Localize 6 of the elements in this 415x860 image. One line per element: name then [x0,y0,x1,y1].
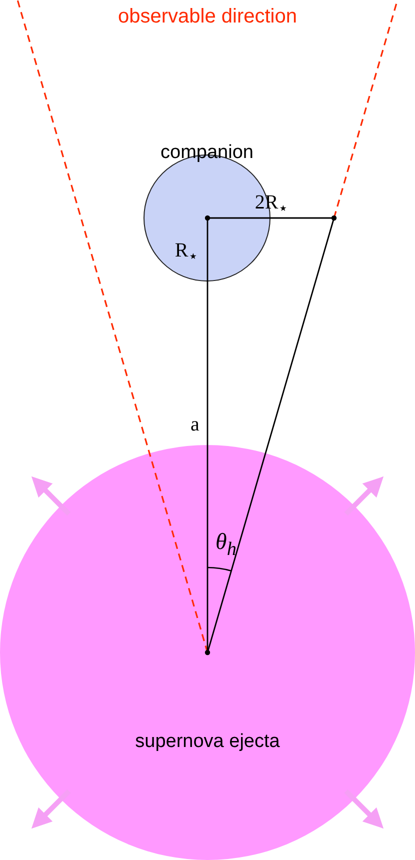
angle-label: θ$_{h}$ [216,529,236,561]
radius-label: R$_{⋆}$ [174,240,200,266]
star-label: companion [160,142,254,164]
distance-label: a [190,414,200,436]
ejecta-label: supernova ejecta [135,731,280,753]
direction-label: observable direction [118,6,297,28]
